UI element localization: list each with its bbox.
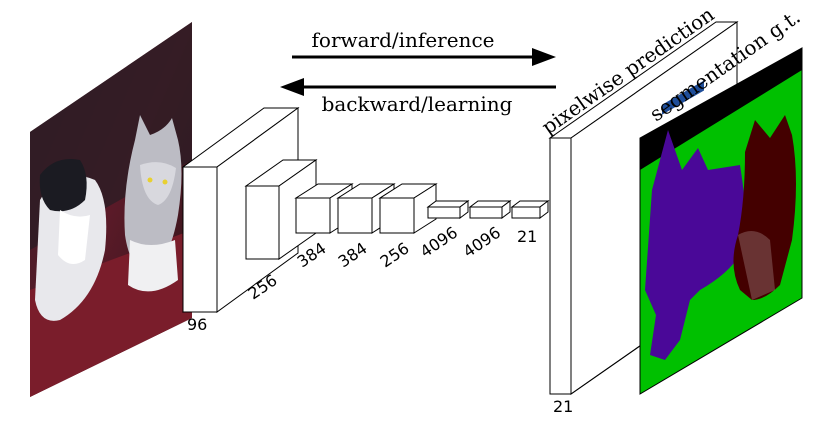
prediction-depth-label: 21 bbox=[553, 397, 573, 416]
layer-block-4096b bbox=[468, 200, 512, 219]
layer-block-4096a bbox=[426, 200, 470, 219]
layer-block-21 bbox=[510, 200, 550, 219]
layer-label-96: 96 bbox=[187, 315, 207, 334]
layer-label-4096b: 4096 bbox=[460, 223, 504, 262]
backward-arrow bbox=[280, 78, 556, 96]
layer-block-256b bbox=[378, 183, 438, 234]
layer-label-256b: 256 bbox=[377, 238, 413, 271]
layer-label-4096a: 4096 bbox=[417, 223, 461, 262]
input-photo bbox=[30, 22, 192, 397]
forward-label: forward/inference bbox=[312, 28, 495, 52]
layer-block-96 bbox=[181, 107, 300, 313]
layer-blocks bbox=[181, 107, 550, 313]
backward-label: backward/learning bbox=[322, 92, 513, 116]
connector-lines bbox=[570, 345, 641, 395]
segmentation-gt bbox=[639, 47, 803, 395]
layer-label-21: 21 bbox=[517, 227, 537, 246]
forward-arrow bbox=[292, 48, 556, 66]
layer-label-384b: 384 bbox=[335, 238, 371, 271]
